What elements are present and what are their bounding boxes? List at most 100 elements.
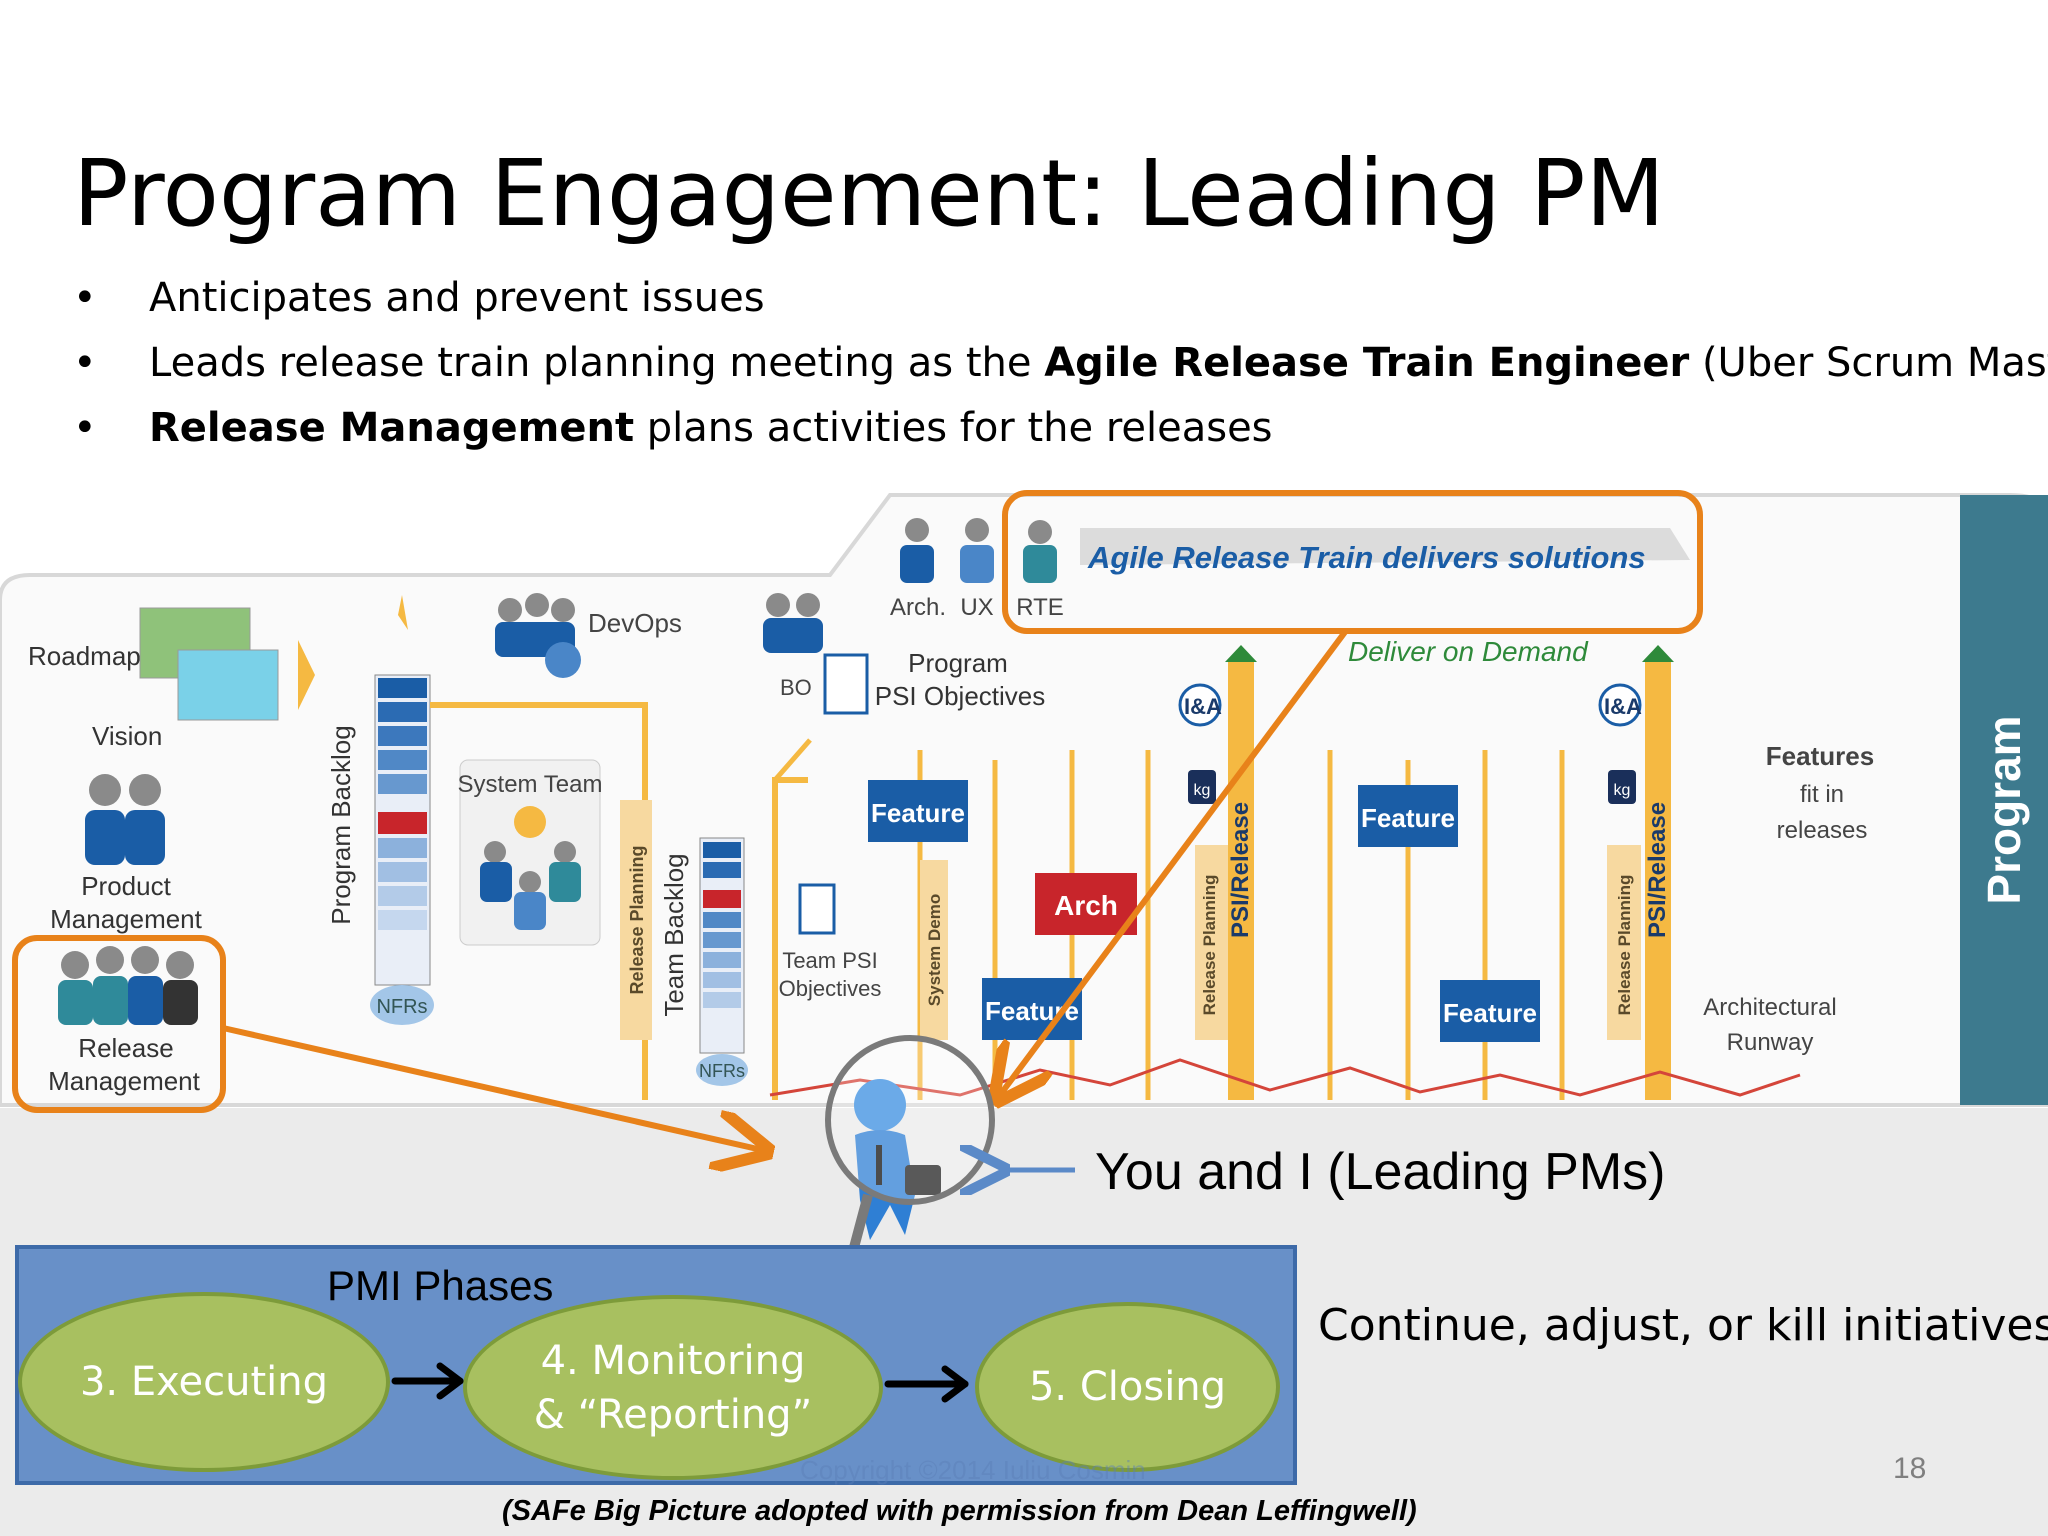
phase-label-line-2: & “Reporting”: [533, 1391, 813, 1438]
roadmap-label: Roadmap: [28, 641, 141, 671]
features-fit-label-2: fit in: [1800, 781, 1844, 808]
rte-label: RTE: [1016, 594, 1064, 621]
features-fit-label-3: releases: [1777, 817, 1868, 844]
ia-label-2: I&A: [1604, 694, 1642, 719]
page-number: 18: [1893, 1452, 1927, 1485]
roadmap-arrow: [298, 640, 315, 710]
release-train-callout: [1002, 490, 1703, 634]
backlog-input-arrow: [398, 595, 408, 630]
arch-block: [1035, 873, 1137, 935]
program-objectives-doc-icon: [823, 653, 869, 715]
phase-label: 3. Executing: [80, 1355, 328, 1409]
architectural-runway-line: [769, 1058, 1801, 1097]
bullet-text-pre: Leads release train planning meeting as …: [149, 340, 1045, 386]
program-psi-objectives-label-1: Program: [908, 648, 1008, 678]
release-train-label: Agile Release Train delivers solutions: [1087, 540, 1646, 575]
team-backlog-label: Team Backlog: [659, 853, 689, 1016]
program-nfrs-bubble: [370, 985, 434, 1025]
feature-label-1: Feature: [871, 798, 965, 828]
continue-adjust-kill-text: Continue, adjust, or kill initiatives: [1318, 1300, 2048, 1351]
release-management-arrow: [222, 1025, 762, 1150]
team-nfrs-bubble: [696, 1054, 748, 1086]
psi-release-label-2: PSI/Release: [1644, 802, 1671, 938]
architectural-runway-label-1: Architectural: [1703, 994, 1836, 1021]
pmi-phases-title: PMI Phases: [327, 1262, 554, 1309]
feature-block-1: [868, 780, 968, 842]
program-side-label: Program: [1978, 715, 2030, 904]
psi-release-column-2: [1598, 645, 1674, 1100]
flow-arrow-up: [773, 738, 812, 782]
bullet-marker: •: [73, 405, 97, 451]
release-planning-band-left: [620, 800, 652, 1040]
bo-icon: [763, 593, 823, 653]
system-demo-label: System Demo: [925, 894, 944, 1006]
release-management-callout: [12, 935, 226, 1113]
team-backlog-stack: [699, 837, 745, 1054]
phase-monitoring: 4. Monitoring & “Reporting”: [463, 1295, 883, 1480]
devops-label: DevOps: [588, 608, 682, 638]
release-management-label-2: Management: [48, 1066, 201, 1096]
source-attribution: (SAFe Big Picture adopted with permissio…: [502, 1495, 1417, 1527]
devops-icon: [495, 593, 581, 678]
system-demo-band: [920, 860, 948, 1040]
phase-label-line-1: 5. Closing: [1028, 1364, 1227, 1410]
product-management-icon: [85, 774, 165, 865]
you-and-i-label: You and I (Leading PMs): [1095, 1143, 1666, 1201]
phase-label-line-1: 4. Monitoring: [540, 1337, 806, 1384]
release-train-banner: [1080, 528, 1690, 565]
bullet-text: Anticipates and prevent issues: [149, 275, 765, 321]
bullet-text: Leads release train planning meeting as …: [149, 340, 2048, 386]
bullet-text-post: (Uber Scrum Master): [1701, 340, 2048, 386]
feature-label-3: Feature: [1361, 803, 1455, 833]
safe-big-picture-diagram: Program Roadmap Vision Product Managemen…: [0, 490, 2048, 1113]
bo-label: BO: [780, 675, 812, 700]
release-planning-label-mid: Release Planning: [1200, 875, 1219, 1016]
arch-label: Arch.: [890, 594, 946, 621]
vision-label: Vision: [92, 721, 162, 751]
psi-release-label-1: PSI/Release: [1227, 802, 1254, 938]
team-psi-objectives-label-1: Team PSI: [782, 948, 877, 973]
program-nfrs-label: NFRs: [376, 996, 427, 1018]
release-management-icon: [58, 946, 198, 1025]
team-objectives-doc-icon: [798, 883, 836, 935]
system-team-icon: [480, 806, 581, 930]
product-management-label-1: Product: [81, 871, 171, 901]
copyright-watermark: Copyright ©2014 Iuliu Cosmin: [800, 1455, 1146, 1485]
team-nfrs-label: NFRs: [699, 1061, 745, 1081]
arch-ux-rte-icons: [900, 518, 1057, 583]
bullet-text-bold: Release Management: [149, 405, 635, 451]
leading-pm-figure-icon: [825, 1035, 995, 1272]
magnifier-lens: [825, 1035, 995, 1205]
product-management-label-2: Management: [50, 904, 203, 934]
release-management-label-1: Release: [78, 1033, 173, 1063]
feature-block-4: [1440, 980, 1540, 1042]
phase-executing: 3. Executing: [18, 1292, 390, 1472]
program-backlog-label: Program Backlog: [326, 725, 356, 924]
phase-label: 5. Closing: [1029, 1360, 1226, 1414]
feature-label-4: Feature: [1443, 998, 1537, 1028]
kg-label-2: kg: [1614, 782, 1631, 799]
bullet-marker: •: [73, 340, 97, 386]
architectural-runway-label-2: Runway: [1727, 1029, 1814, 1056]
program-psi-objectives-label-2: PSI Objectives: [875, 681, 1046, 711]
phase-label: 4. Monitoring & “Reporting”: [534, 1334, 813, 1442]
psi-release-column-1: [1178, 645, 1257, 1100]
system-team-label: System Team: [458, 771, 603, 798]
program-backlog-stack: [374, 674, 431, 986]
program-side-bar: [1960, 495, 2048, 1105]
phase-closing: 5. Closing: [975, 1302, 1280, 1472]
ia-label-1: I&A: [1184, 694, 1222, 719]
team-psi-objectives-label-2: Objectives: [779, 976, 882, 1001]
kg-label-1: kg: [1194, 782, 1211, 799]
feature-block-3: [1358, 785, 1458, 847]
bullet-text-post: plans activities for the releases: [634, 405, 1273, 451]
ux-label: UX: [960, 594, 993, 621]
bullet-marker: •: [73, 275, 97, 321]
phase-label-line-1: 3. Executing: [79, 1359, 329, 1405]
bullet-text-bold: Agile Release Train Engineer: [1044, 340, 1690, 386]
release-train-arrow: [1000, 630, 1348, 1095]
arch-block-label: Arch: [1054, 890, 1118, 921]
release-planning-label-right: Release Planning: [1615, 875, 1634, 1016]
